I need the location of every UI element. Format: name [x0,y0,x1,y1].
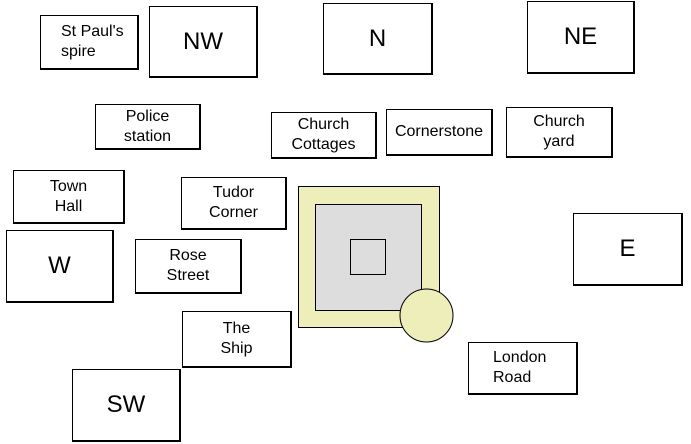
direction-ne: NE [527,1,635,74]
place-london-road: London Road [468,342,578,395]
direction-e-label: E [619,235,636,262]
place-town-hall-label: Town Hall [49,177,88,215]
place-police-station-label: Police station [123,107,172,145]
center-square [350,239,386,275]
place-church-cottages: Church Cottages [271,112,377,159]
direction-w-label: W [48,252,71,279]
place-the-ship-label: The Ship [220,320,253,357]
direction-sw-label: SW [106,391,146,418]
place-st-pauls-spire: St Paul's spire [40,15,139,70]
place-st-pauls-spire-label: St Paul's spire [61,23,124,60]
direction-nw-label: NW [183,27,223,55]
corner-circle [399,288,454,343]
place-rose-street: Rose Street [135,239,242,294]
place-tudor-corner: Tudor Corner [181,177,287,230]
place-rose-street-label: Rose Street [166,247,210,284]
place-london-road-label: London Road [493,349,547,386]
direction-n-label: N [368,24,387,52]
direction-n: N [323,3,433,75]
place-church-yard: Church yard [506,107,613,158]
place-church-cottages-label: Church Cottages [291,116,356,153]
place-cornerstone: Cornerstone [386,109,493,156]
direction-sw: SW [72,369,181,442]
direction-ne-label: NE [563,23,598,50]
direction-e: E [573,213,683,286]
place-tudor-corner-label: Tudor Corner [209,184,258,221]
place-church-yard-label: Church yard [533,113,585,150]
place-police-station: Police station [95,104,201,150]
direction-nw: NW [149,6,258,78]
place-cornerstone-label: Cornerstone [394,123,484,140]
place-the-ship: The Ship [182,311,292,368]
direction-w: W [6,230,114,303]
place-town-hall: Town Hall [13,170,125,224]
